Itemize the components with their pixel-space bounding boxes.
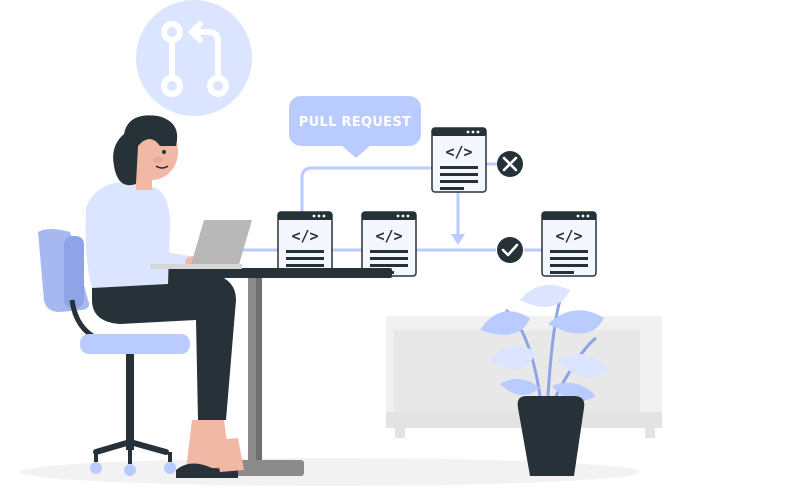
check-circle-icon <box>497 237 523 263</box>
git-pull-request-icon <box>136 0 252 116</box>
pull-request-bubble: PULL REQUEST <box>289 96 421 158</box>
close-circle-icon <box>497 151 523 177</box>
code-window-merged: </> <box>541 211 597 277</box>
code-symbol: </> <box>291 227 318 245</box>
pull-request-label: PULL REQUEST <box>299 115 411 130</box>
code-window-main: </> <box>361 211 417 277</box>
code-symbol: </> <box>445 143 472 161</box>
code-symbol: </> <box>555 227 582 245</box>
background-cabinet <box>386 316 662 438</box>
connection-lines <box>240 162 542 252</box>
code-window-review: </> <box>431 127 487 193</box>
laptop <box>150 220 252 269</box>
woman-at-desk <box>85 115 244 478</box>
code-symbol: </> <box>375 227 402 245</box>
code-window-branch: </> <box>277 211 333 277</box>
arrow-down-icon <box>451 234 465 245</box>
potted-plant <box>480 284 610 476</box>
office-chair <box>38 229 190 476</box>
